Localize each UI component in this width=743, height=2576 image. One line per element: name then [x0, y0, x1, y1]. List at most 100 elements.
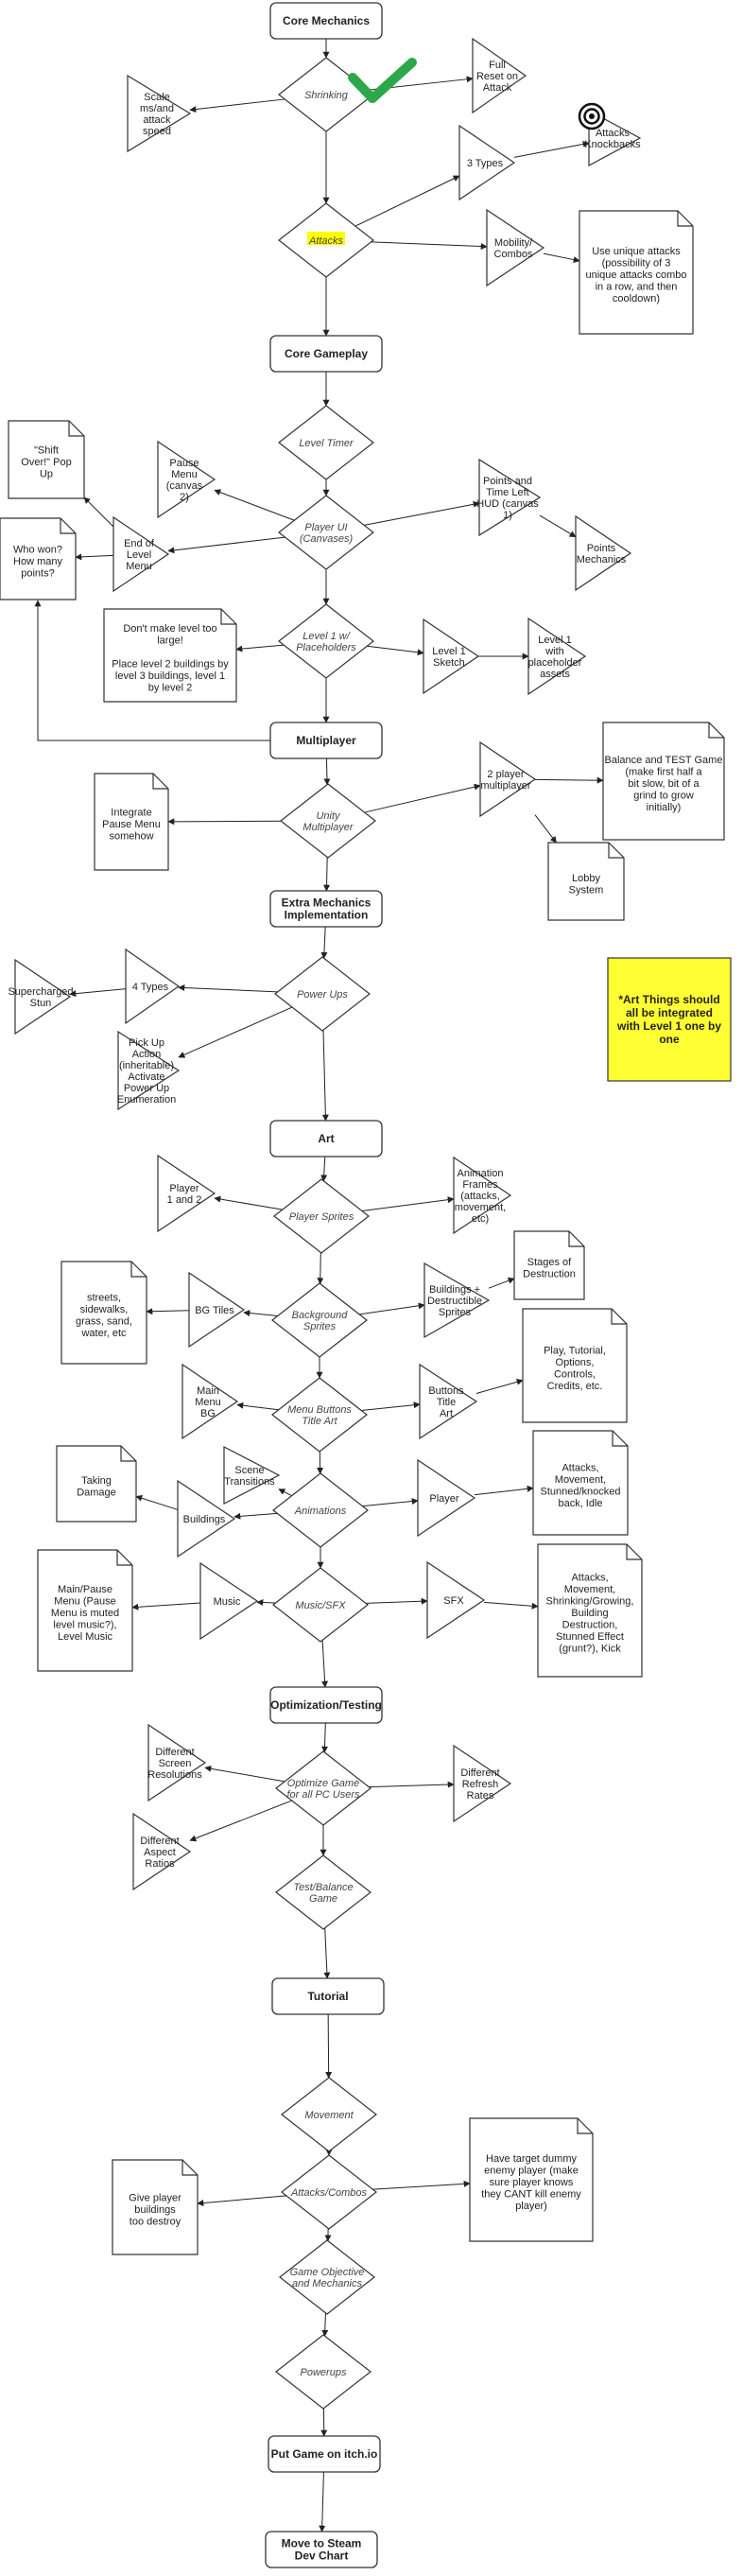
task-triangle-t2[interactable]: 3 Types — [458, 124, 516, 201]
decision-diamond-d1[interactable]: Attacks — [278, 202, 374, 278]
section-box-b4[interactable]: Art — [269, 1120, 383, 1157]
decision-diamond-d0[interactable]: Shrinking — [278, 57, 374, 132]
decision-diamond-d17[interactable]: Powerups — [275, 2334, 372, 2410]
task-triangle-t25[interactable]: SFX — [426, 1560, 486, 1640]
connector-multiplayer-who-won — [34, 600, 270, 741]
task-triangle-t23[interactable]: Player — [417, 1458, 476, 1538]
node-label: Animations — [294, 1506, 347, 1517]
connector-d10-t23 — [362, 1498, 419, 1507]
note-document-n8[interactable]: streets,sidewalks,grass, sand,water, etc — [60, 1261, 147, 1365]
decision-diamond-d15[interactable]: Attacks/Combos — [281, 2154, 377, 2230]
decision-diamond-d2[interactable]: Level Timer — [278, 405, 374, 480]
section-box-b1[interactable]: Core Gameplay — [269, 335, 383, 373]
section-box-b6[interactable]: Tutorial — [271, 1977, 385, 2015]
connector-d3-t6 — [167, 536, 285, 554]
task-triangle-t24[interactable]: Music — [199, 1561, 259, 1641]
section-box-b7[interactable]: Put Game on itch.io — [268, 2435, 381, 2473]
note-document-n9[interactable]: Play, Tutorial,Options,Controls,Credits,… — [522, 1308, 628, 1423]
task-triangle-t22[interactable]: Buildings — [177, 1479, 236, 1558]
decision-diamond-d3[interactable]: Player UI(Canvases) — [278, 495, 374, 570]
decision-diamond-d10[interactable]: Animations — [272, 1472, 369, 1548]
connector-t6-n2 — [75, 553, 114, 561]
decision-diamond-d14[interactable]: Movement — [281, 2077, 377, 2152]
connector-t22-n10 — [135, 1494, 179, 1510]
connector-d15-n14 — [372, 2180, 471, 2190]
connector-b2-d5 — [323, 757, 331, 786]
connector-t11-n6 — [534, 814, 557, 844]
connector-d15-n15 — [197, 2195, 287, 2207]
decision-diamond-d6[interactable]: Power Ups — [274, 956, 371, 1032]
connector-b5-d12 — [321, 1722, 329, 1753]
decision-diamond-d7[interactable]: Player Sprites — [273, 1178, 370, 1254]
section-box-b5[interactable]: Optimization/Testing — [269, 1686, 383, 1724]
connector-b4-d7 — [320, 1156, 328, 1182]
note-document-n13[interactable]: Attacks,Movement,Shrinking/Growing,Build… — [537, 1543, 643, 1678]
connector-d3-t5 — [214, 489, 295, 521]
decision-diamond-d11[interactable]: Music/SFX — [272, 1567, 369, 1643]
node-label: Core Gameplay — [285, 347, 368, 360]
decision-diamond-d4[interactable]: Level 1 w/Placeholders — [278, 603, 374, 679]
task-triangle-t4[interactable]: Mobility/Combos — [486, 208, 545, 287]
task-triangle-t17[interactable]: BG Tiles — [188, 1271, 246, 1349]
task-triangle-t12[interactable]: 4 Types — [125, 948, 181, 1025]
connector-d5-n4 — [167, 818, 282, 826]
section-box-b2[interactable]: Multiplayer — [269, 722, 383, 759]
section-box-b0[interactable]: Core Mechanics — [269, 2, 383, 40]
